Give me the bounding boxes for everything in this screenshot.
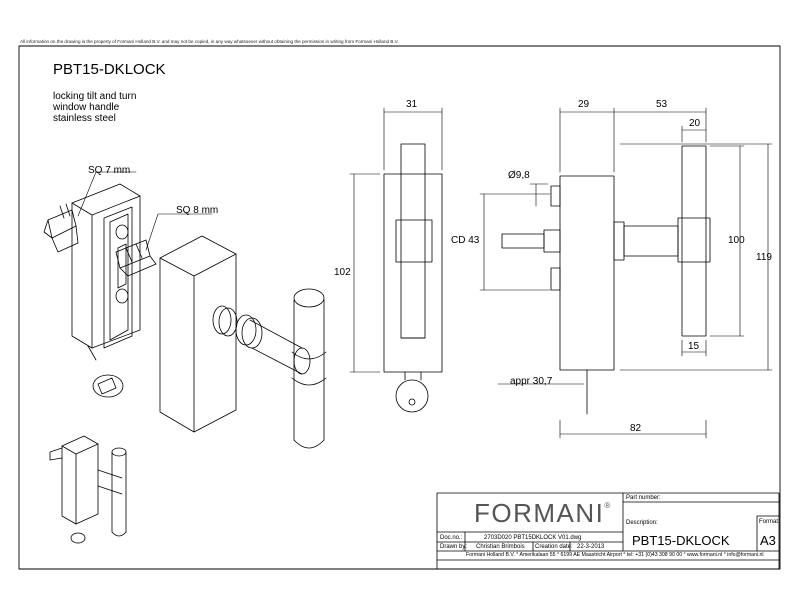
description-line-2: window handle [53,102,120,113]
label-sq8: SQ 8 mm [176,205,219,216]
formani-logo: FORMANI® [474,498,612,528]
dim-53: 53 [656,99,668,110]
iso-lever [212,288,327,449]
dim-diameter: Ø9,8 [508,170,530,181]
drawn-by-label: Drawn by: [440,544,468,550]
dim-15: 15 [688,341,700,352]
dim-102: 102 [334,267,351,278]
dim-100: 100 [728,235,745,246]
description-line-3: stainless steel [53,113,116,124]
doc-no-value: 2703D020 PBT15DKLOCK V01.dwg [484,535,582,541]
doc-no-label: Doc.no.: [440,535,463,541]
iso-handle-body [159,235,237,433]
dim-appr: appr 30,7 [510,376,553,387]
side-view [501,145,711,415]
description-value: PBT15-DKLOCK [632,533,730,548]
drawing-title: PBT15-DKLOCK [53,61,166,78]
part-number-label: Part number: [626,495,661,501]
format-value: A3 [760,533,776,548]
creation-date-value: 22-3-2013 [577,544,605,550]
format-label: Format: [759,519,780,525]
title-block-frame [436,492,780,570]
dim-cd43: CD 43 [451,235,480,246]
front-view-dimensions [349,107,443,373]
side-view-dimensions [479,107,773,439]
dim-29: 29 [578,99,590,110]
description-line-1: locking tilt and turn [53,91,137,102]
description-label: Description: [626,520,658,526]
dim-20: 20 [689,118,701,129]
sheet-border [18,45,781,570]
iso-base-plate [43,183,157,398]
dim-82: 82 [630,423,642,434]
front-view [383,143,443,413]
company-address: Formani Holland B.V. ° Amerikalaan 55 ° … [466,552,764,558]
dim-119: 119 [756,252,772,263]
ownership-notice: All information on the drawing is the pr… [20,39,399,44]
leader-sq8 [145,213,213,251]
drawn-by-value: Christian Brimbois [476,544,525,550]
leader-sq7 [77,171,137,217]
creation-date-label: Creation date: [535,544,573,550]
dim-31: 31 [406,99,418,110]
label-sq7: SQ 7 mm [88,165,131,176]
iso-thumbnail [49,435,127,544]
